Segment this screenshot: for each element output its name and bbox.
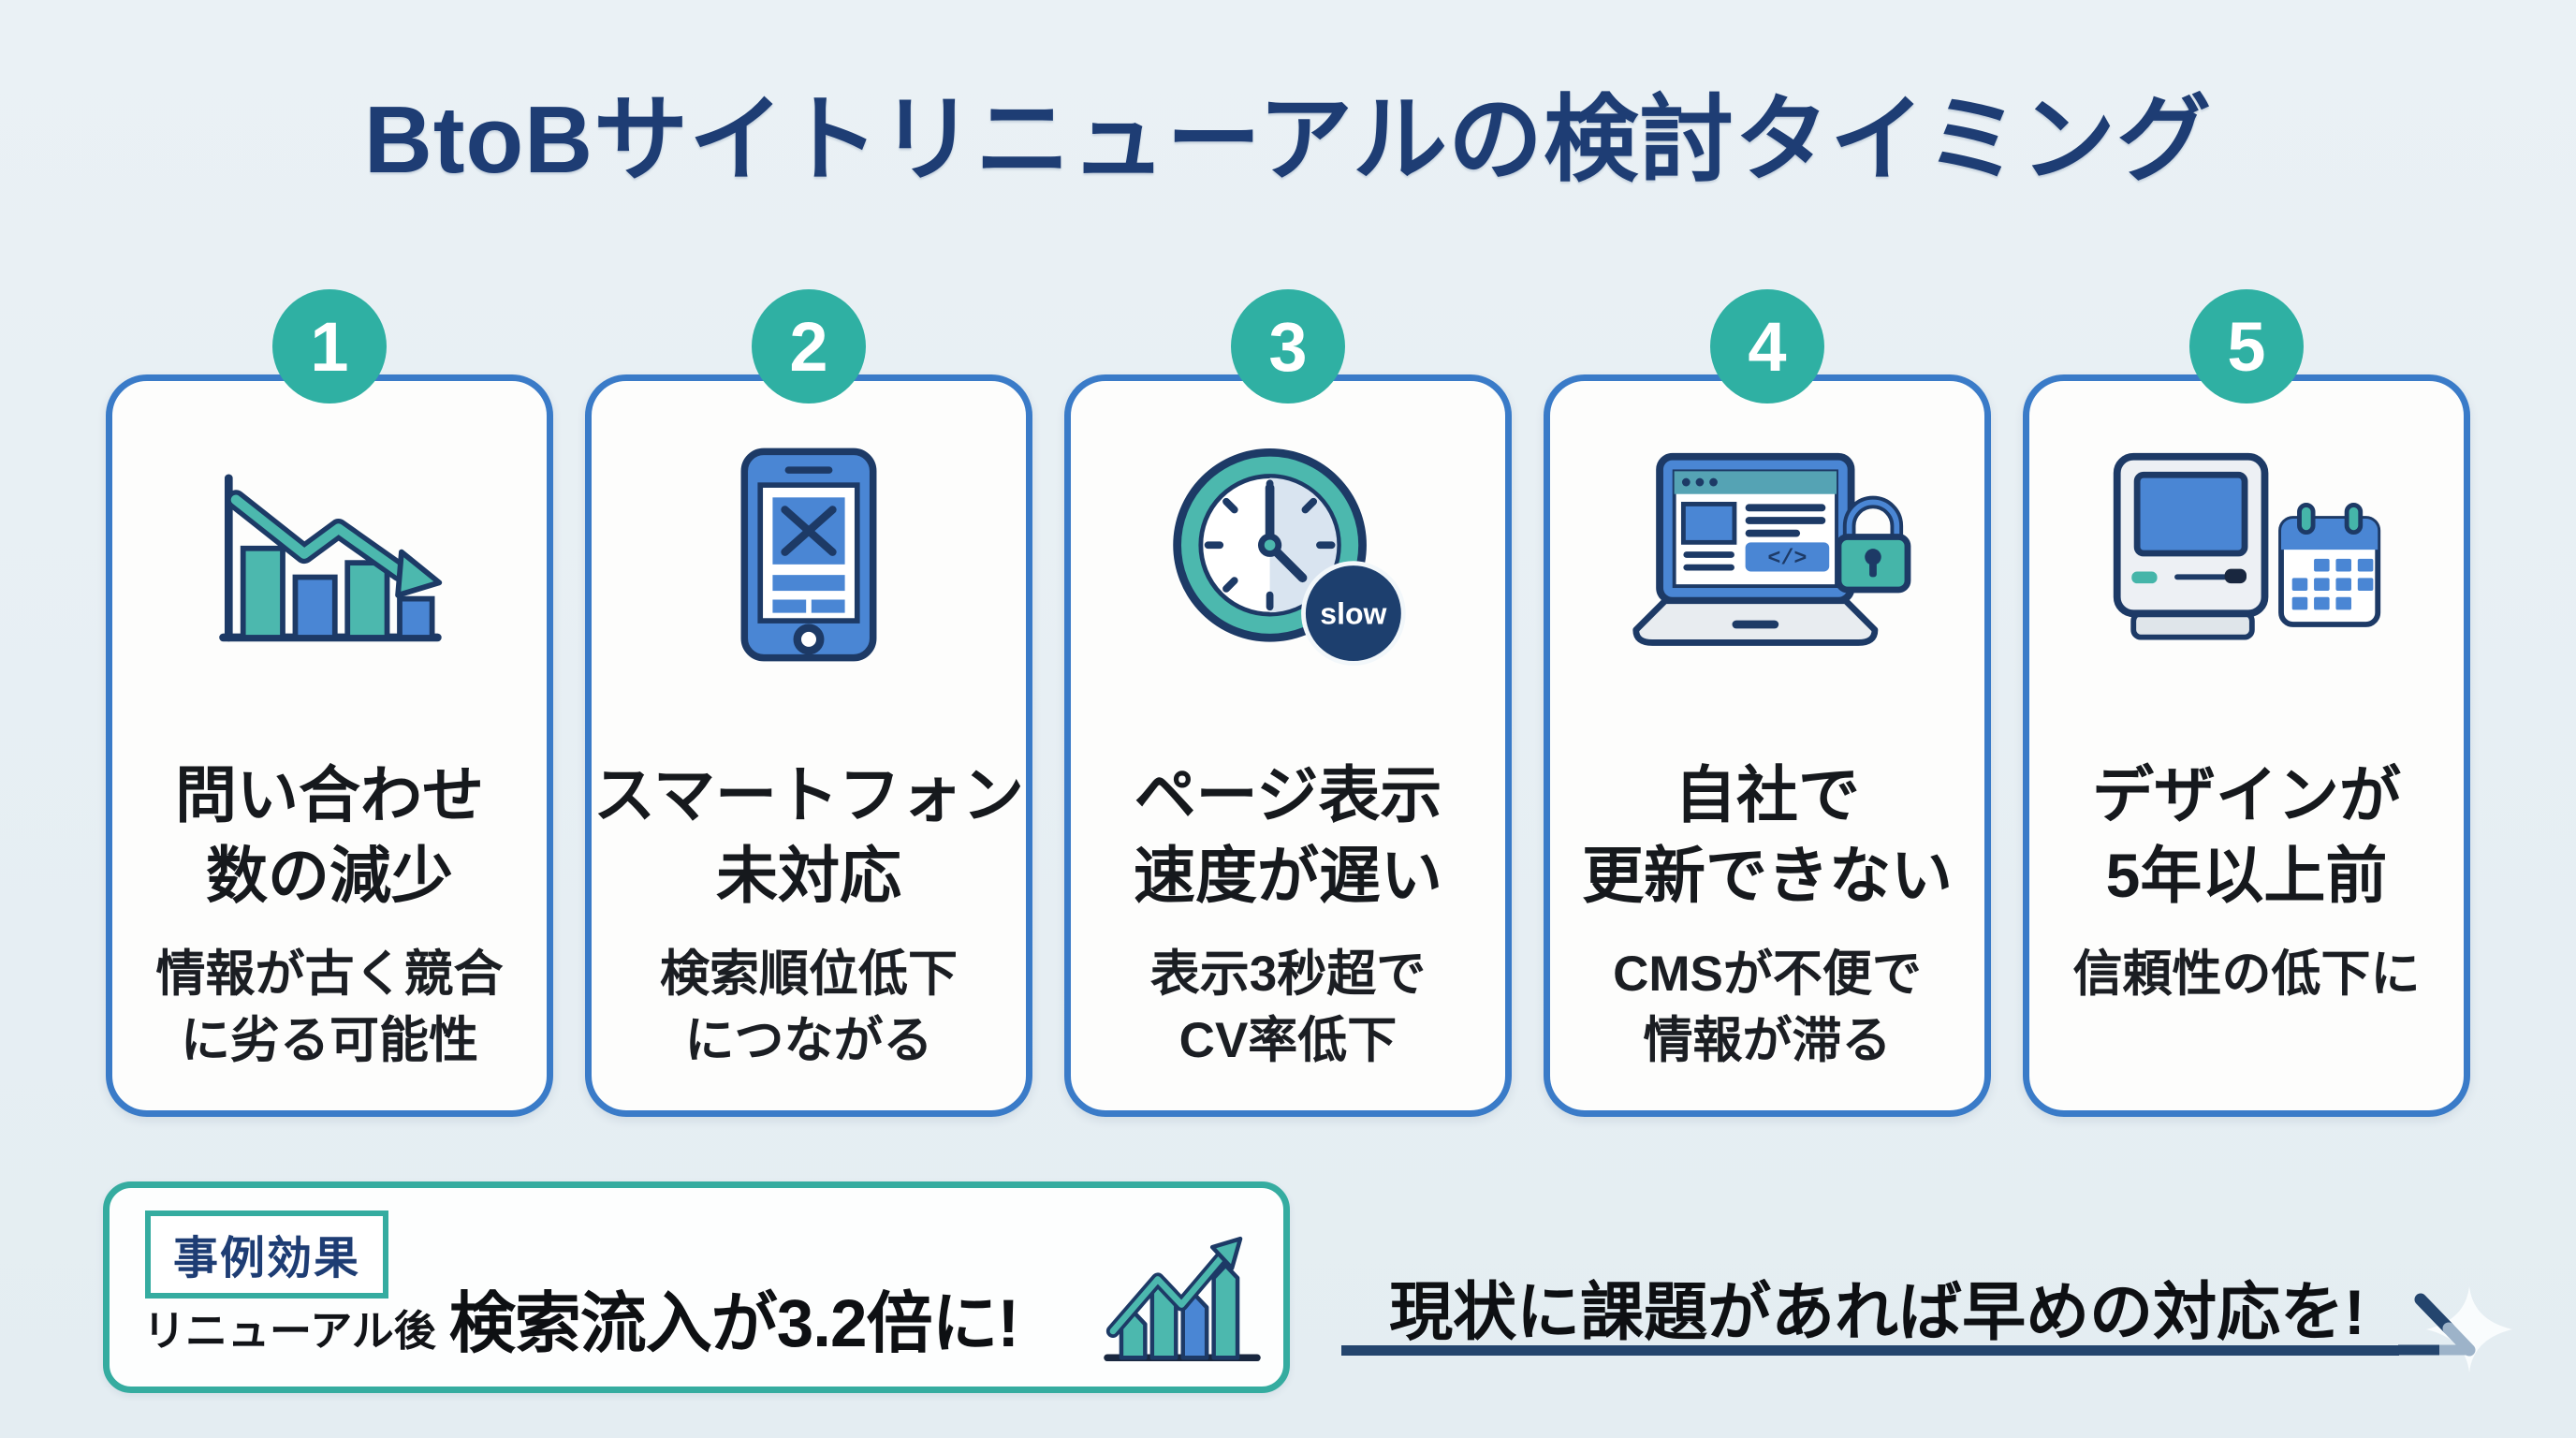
card-number-badge: 5 [2189,289,2304,404]
old-computer-calendar-icon [2113,452,2381,640]
card-number: 5 [2227,307,2266,386]
case-effect-label: 事例効果 [145,1211,389,1299]
locked-laptop-icon: </> [1632,452,1911,646]
cta-underline [1341,1345,2399,1356]
card-icon-box: </> [1621,435,1913,673]
timing-card-4: 4 </> [1544,289,1991,1117]
card-title: 問い合わせ 数の減少 [175,760,484,910]
case-effect-box: 事例効果 リニューアル後 検索流入が3.2倍に! [103,1181,1290,1393]
cta-arrow-icon [2398,1286,2512,1372]
rising-bar-chart-icon [1104,1236,1261,1362]
timing-card-3: 3 [1064,289,1512,1117]
timing-card-2: 2 スマートフォン 未対応 [585,289,1032,1117]
timing-card-5: 5 [2023,289,2470,1117]
card-number-badge: 2 [752,289,866,404]
timing-card-1: 1 問い合わせ 数の減少 情報が古 [106,289,553,1117]
card-number-badge: 4 [1710,289,1824,404]
sparkle-icon [2426,1286,2512,1372]
card-number: 4 [1748,307,1787,386]
card-title: ページ表示 速度が遅い [1134,760,1442,910]
card-title: スマートフォン 未対応 [593,760,1025,910]
case-highlight: 検索流入が3.2倍に! [448,1287,1019,1361]
card-description: 情報が古く競合 に劣る可能性 [155,946,504,1069]
card-icon-box [212,435,446,673]
card-number: 3 [1268,307,1308,386]
card-number: 1 [310,307,349,386]
smartphone-x-icon [740,448,877,661]
slow-clock-icon: slow [1173,448,1406,666]
card-icon-box [734,435,884,673]
card-description: 検索順位低下 につながる [660,946,958,1069]
card-description: 表示3秒超で CV率低下 [1149,946,1427,1069]
cta-message: 現状に課題があれば早めの対応を! [1389,1277,2365,1348]
card-title: 自社で 更新できない [1582,760,1953,910]
card-description: 信頼性の低下に [2072,946,2421,1002]
declining-bar-chart-icon [219,473,443,641]
card-description: CMSが不便で 情報が滞る [1613,946,1922,1069]
card-title: デザインが 5年以上前 [2092,760,2401,910]
case-prefix: リニューアル後 [143,1307,436,1355]
card-number-badge: 1 [272,289,387,404]
timing-cards: 1 問い合わせ 数の減少 情報が古 [106,289,2470,1117]
card-number-badge: 3 [1231,289,1345,404]
code-label: </> [1767,548,1807,572]
page-title: BtoBサイトリニューアルの検討タイミング [363,88,2213,193]
card-icon-box: slow [1165,435,1411,673]
card-icon-box [2100,435,2393,673]
slow-badge-label: slow [1320,597,1386,631]
card-number: 2 [789,307,828,386]
case-effect-line: リニューアル後 検索流入が3.2倍に! [143,1270,1019,1366]
